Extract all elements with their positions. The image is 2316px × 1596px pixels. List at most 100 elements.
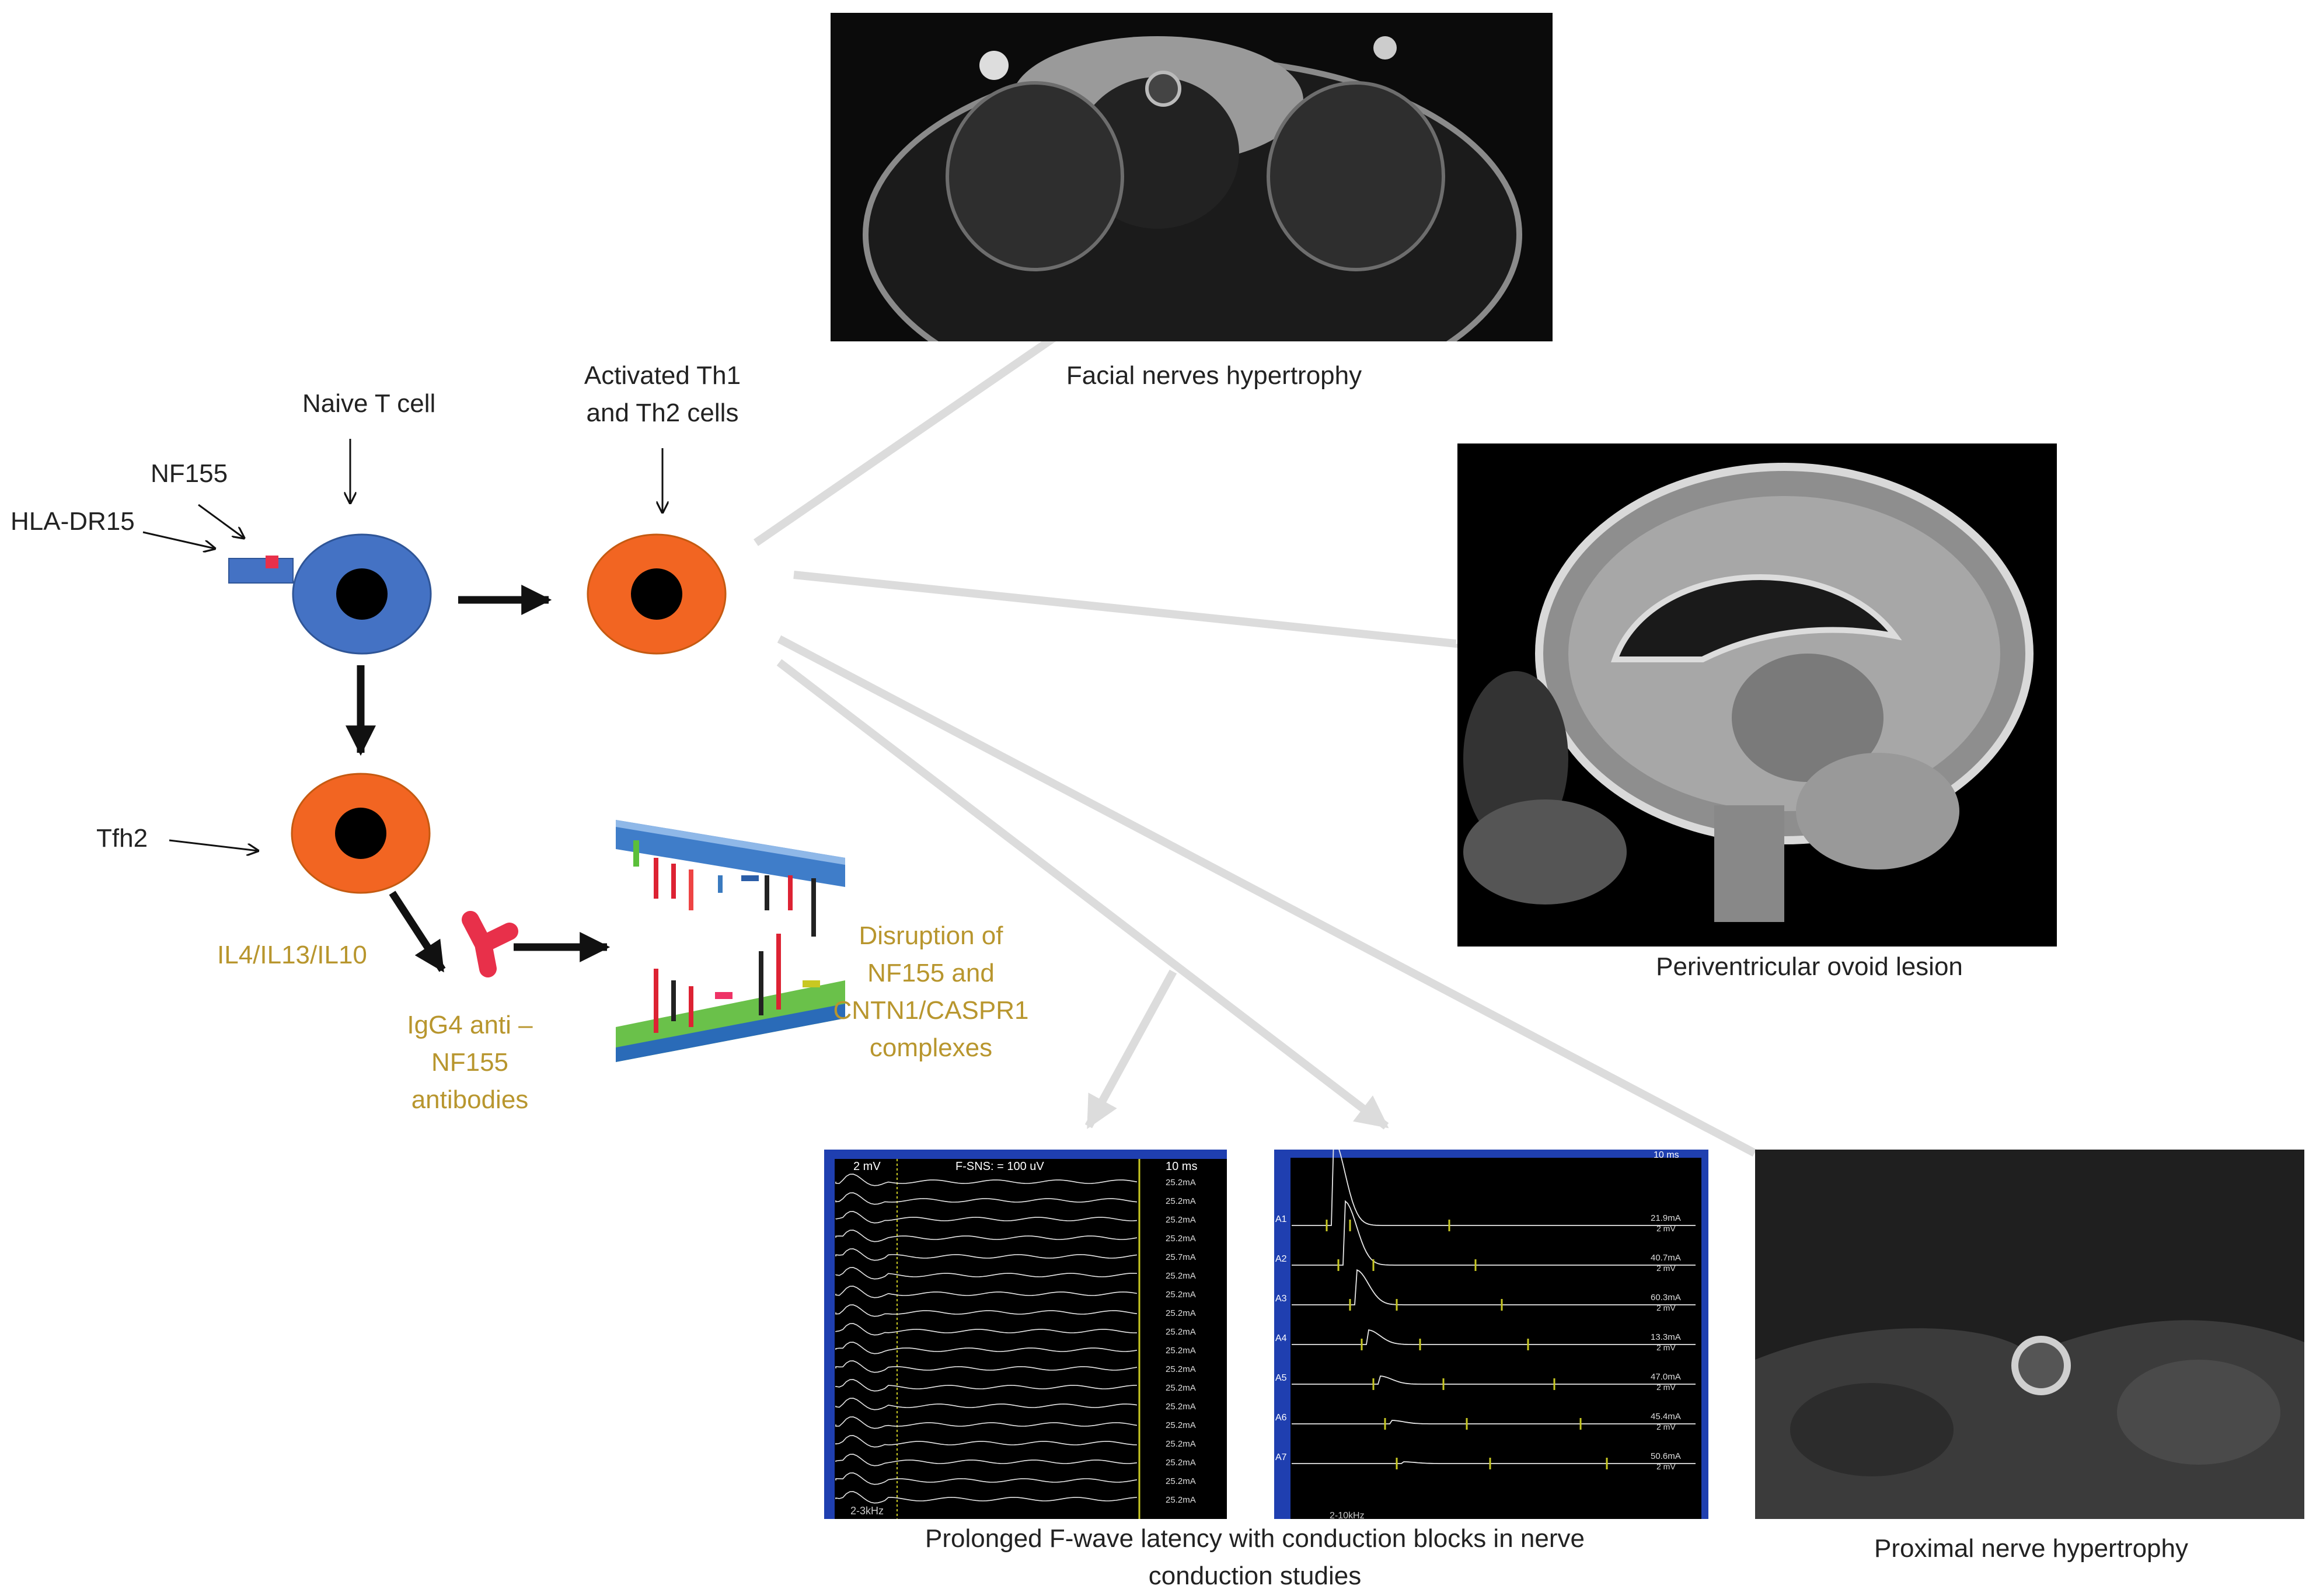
fwave-stim-value: 25.2mA [1166,1364,1196,1374]
disruption-line4: complexes [869,1033,993,1062]
hla-dr15-label: HLA-DR15 [11,507,135,536]
fwave-stim-value: 25.2mA [1166,1383,1196,1393]
fwave-stim-value: 25.2mA [1166,1234,1196,1244]
hla-label-arrow [142,531,215,549]
fwave-trace [835,1286,1138,1298]
igg4-antibodies-label: IgG4 anti – NF155 antibodies [379,1007,560,1119]
disruption-line3: CNTN1/CASPR1 [833,996,1029,1025]
cb-stim-value: 40.7mA [1651,1253,1681,1263]
fwave-stim-value: 25.2mA [1166,1196,1196,1206]
fwave-time: 10 ms [1166,1160,1197,1173]
tfh2-label-arrow [169,839,258,851]
cb-stim-value: 13.3mA [1651,1332,1681,1342]
fwave-recording: 2 mV F-SNS: = 100 uV 10 ms 2-3kHz 25.2mA… [824,1150,1227,1519]
cb-gain-value: 2 mV [1656,1462,1676,1471]
cb-stim-value: 60.3mA [1651,1293,1681,1302]
disruption-line2: NF155 and [867,959,995,987]
fwave-trace [835,1416,1138,1429]
fwave-trace [835,1230,1138,1242]
tfh2-cell [291,773,431,894]
cb-site-label: A5 [1275,1373,1287,1383]
cb-trace [1292,1375,1696,1385]
fwave-stim-value: 25.2mA [1166,1495,1196,1505]
fwave-stim-value: 25.2mA [1166,1476,1196,1486]
cb-trace [1292,1420,1696,1424]
fwave-trace [835,1267,1138,1280]
fwave-trace [835,1211,1138,1224]
cb-gain-value: 2 mV [1656,1422,1676,1431]
cb-site-label: A2 [1275,1254,1287,1264]
igg4-line3: antibodies [411,1085,529,1114]
cb-gain-value: 2 mV [1656,1224,1676,1233]
fwave-stim-value: 25.7mA [1166,1252,1196,1262]
naive-t-cell [228,533,432,655]
fwave-setting: F-SNS: = 100 uV [955,1160,1044,1173]
fwave-stim-value: 25.2mA [1166,1271,1196,1281]
fwave-trace [835,1398,1138,1410]
fwave-stim-value: 25.2mA [1166,1290,1196,1300]
fwave-trace [835,1342,1138,1354]
receptor-complex [228,558,294,584]
fwave-stim-value: 25.2mA [1166,1215,1196,1225]
cb-trace [1292,1150,1696,1226]
disruption-line1: Disruption of [859,921,1003,950]
cb-gain-value: 2 mV [1656,1382,1676,1392]
fwave-trace [835,1360,1138,1373]
fwave-trace [835,1248,1138,1261]
activated-cells-label: Activated Th1 and Th2 cells [569,357,756,432]
cb-site-label: A3 [1275,1294,1287,1304]
fwave-scale: 2 mV [853,1160,881,1173]
naive-t-cell-label: Naive T cell [302,389,436,418]
cb-stim-value: 21.9mA [1651,1213,1681,1223]
fwave-trace [835,1491,1138,1504]
cb-site-label: A7 [1275,1452,1287,1462]
nf155-label: NF155 [151,459,228,488]
interleukins-label: IL4/IL13/IL10 [217,941,367,969]
fwave-stim-value: 25.2mA [1166,1308,1196,1318]
cb-site-label: A1 [1275,1214,1287,1224]
fwave-stim-value: 25.2mA [1166,1327,1196,1337]
fwave-trace [835,1323,1138,1336]
igg4-line2: NF155 [431,1048,509,1077]
tfh2-to-antibody-arrow [389,890,446,973]
activated-cells-line1: Activated Th1 [584,361,741,390]
cb-trace [1292,1329,1696,1345]
fwave-stim-value: 25.2mA [1166,1439,1196,1449]
mri-proximal-nerve [1755,1150,2304,1519]
caption-fwave-line1: Prolonged F-wave latency with conduction… [925,1524,1585,1553]
fwave-stim-value: 25.2mA [1166,1178,1196,1188]
caption-fwave: Prolonged F-wave latency with conduction… [817,1520,1693,1595]
fwave-stim-value: 25.2mA [1166,1346,1196,1356]
fwave-trace [835,1174,1138,1186]
tfh2-label: Tfh2 [96,824,148,853]
igg4-line1: IgG4 anti – [407,1011,533,1039]
pointer-to-conduction [776,659,1389,1130]
cb-site-label: A4 [1275,1333,1287,1343]
cb-stim-value: 45.4mA [1651,1412,1681,1422]
cb-stim-value: 50.6mA [1651,1451,1681,1461]
cb-site-label: A6 [1275,1413,1287,1423]
fwave-trace [835,1435,1138,1448]
cb-gain-value: 2 mV [1656,1343,1676,1352]
igg4-antibody-icon [462,911,518,977]
caption-proximal: Proximal nerve hypertrophy [1874,1534,2188,1563]
fwave-stim-value: 25.2mA [1166,1402,1196,1412]
activated-th-cell [587,533,727,655]
fwave-stim-value: 25.2mA [1166,1420,1196,1430]
cb-time: 10 ms [1654,1150,1679,1160]
cb-filter: 2-10kHz [1330,1511,1365,1519]
activated-cells-line2: and Th2 cells [586,399,739,427]
nf155-label-arrow [198,504,244,538]
mri-facial-nerves [831,13,1553,341]
caption-periventricular: Periventricular ovoid lesion [1656,952,1963,981]
cb-gain-value: 2 mV [1656,1303,1676,1312]
cb-trace [1292,1200,1696,1266]
fwave-trace [835,1192,1138,1205]
fwave-trace [835,1379,1138,1392]
cb-trace [1292,1269,1696,1305]
fwave-filter: 2-3kHz [850,1505,884,1517]
cb-stim-value: 47.0mA [1651,1372,1681,1382]
pointer-branch-fwave [1084,969,1177,1129]
